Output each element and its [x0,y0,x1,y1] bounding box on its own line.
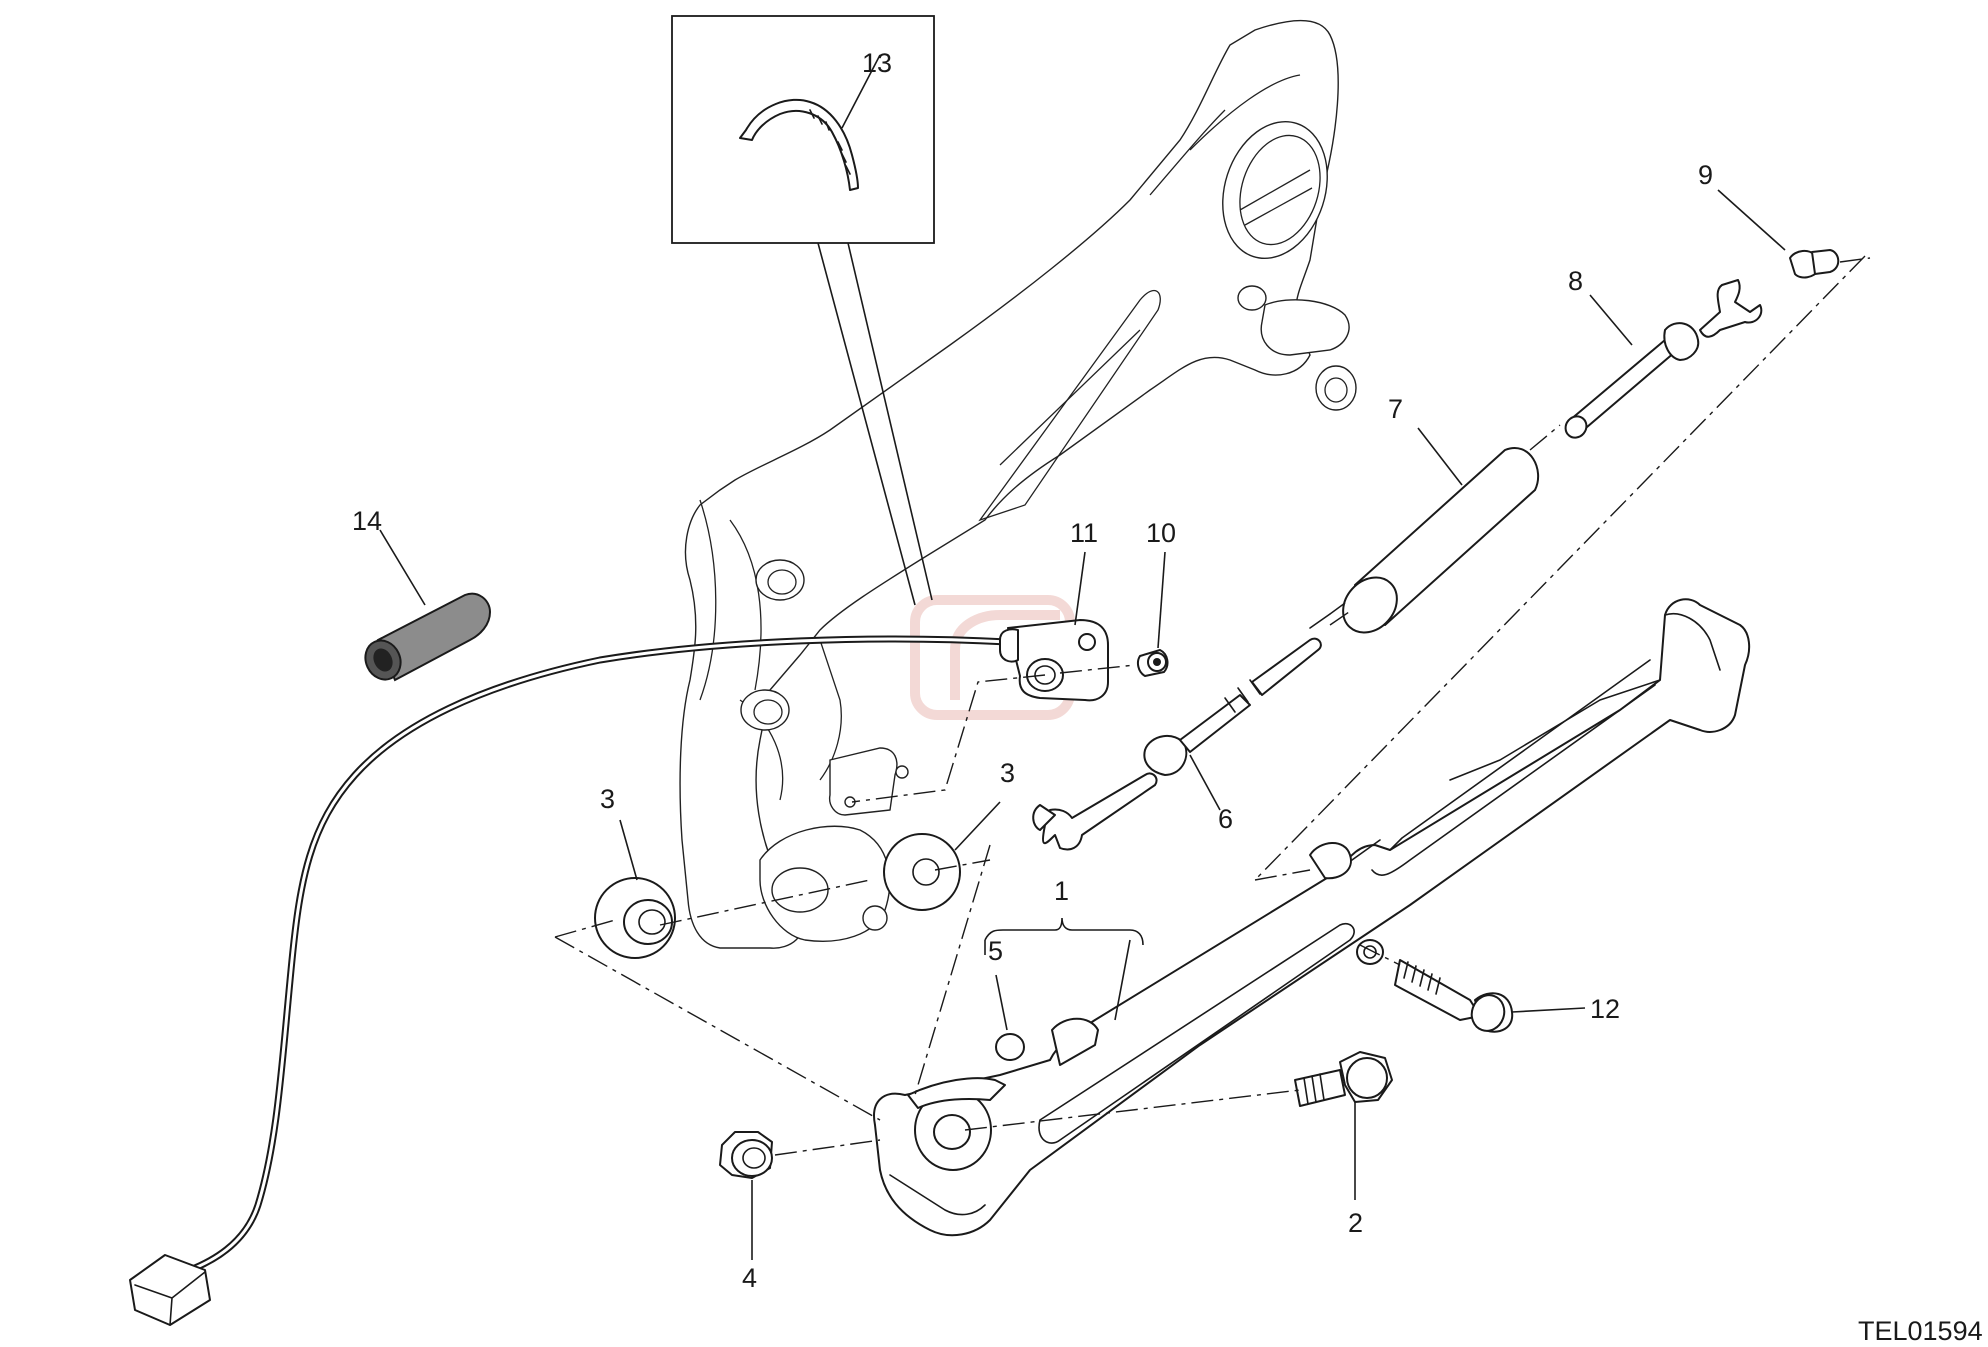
callout-labels: 1 2 3 3 4 5 6 7 8 9 10 11 12 13 14 [352,48,1713,1293]
callout-13: 13 [862,48,892,78]
callout-8: 8 [1568,266,1583,296]
part-8-hook-pin [1564,279,1763,439]
part-12-bolt [1359,944,1514,1033]
callout-6: 6 [1218,804,1233,834]
part-6-rod [1032,602,1346,851]
callout-12: 12 [1590,994,1620,1024]
detail-inset [671,15,935,606]
callout-9: 9 [1698,160,1713,190]
part-3-washer-right [883,833,961,911]
callout-2: 2 [1348,1208,1363,1238]
callout-1: 1 [1054,876,1069,906]
part-1-side-stand [873,598,1751,1237]
callout-5: 5 [988,936,1003,966]
callout-3-right: 3 [1000,758,1015,788]
part-2-pivot-bolt [964,1051,1393,1131]
part-9-cap [1789,249,1871,279]
part-4-nut [719,1131,881,1179]
callout-7: 7 [1388,394,1403,424]
sensor-cable [129,635,1009,1326]
part-7-tube [1329,424,1561,634]
part-14-sleeve [364,592,492,682]
callout-4: 4 [742,1263,757,1293]
part-5-bushing [995,1033,1025,1061]
part-10-screw [1059,649,1169,677]
callout-14: 14 [352,506,382,536]
drawing-code: TEL01594 [1858,1316,1983,1346]
callout-11: 11 [1070,518,1098,548]
callout-3-left: 3 [600,784,615,814]
callout-10: 10 [1146,518,1176,548]
leader-lines [379,54,1786,1260]
part-3-washer-left [594,877,676,959]
part-11-sensor [999,619,1109,702]
